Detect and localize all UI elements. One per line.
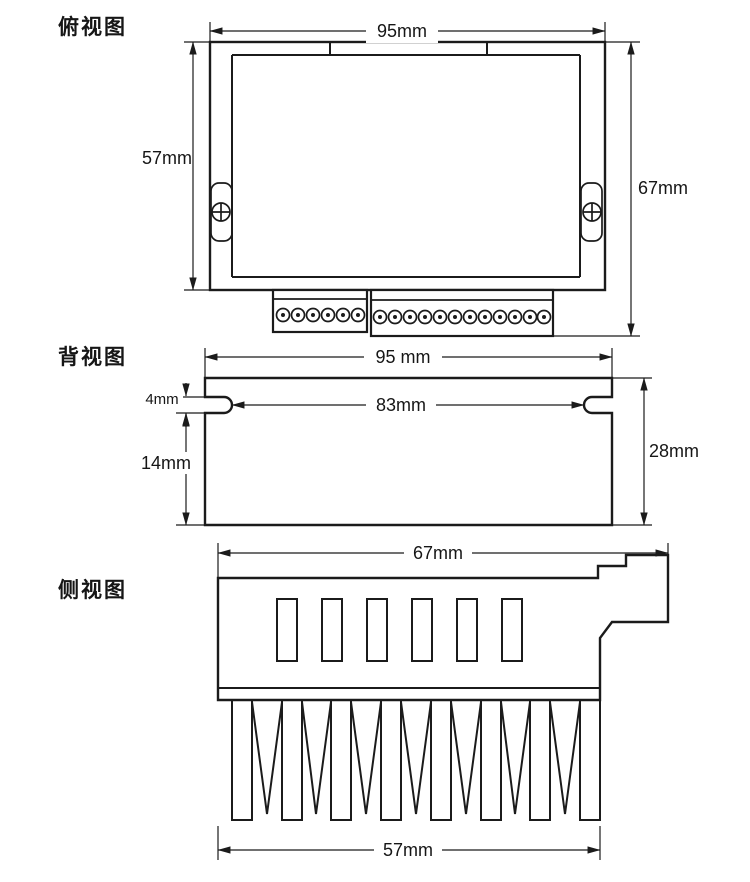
back-overall-height-dim-label: 28mm	[649, 441, 699, 461]
terminal-screw-icon	[311, 313, 315, 317]
dim-label-bg	[142, 148, 192, 170]
terminal-screw-icon	[528, 315, 532, 319]
dim-label-bg	[636, 178, 690, 200]
dim-label-bg	[374, 837, 442, 862]
terminal-screw-icon	[492, 309, 508, 325]
dim-label-bg	[141, 390, 183, 408]
terminal-screw-icon	[393, 315, 397, 319]
terminal-screw-icon	[290, 307, 306, 323]
side-view-body-outline	[216, 553, 670, 702]
heatsink-fin	[579, 699, 601, 821]
dim-label-bg	[138, 452, 194, 474]
terminal-screw-icon	[281, 313, 285, 317]
terminal-screw-icon	[513, 315, 517, 319]
back-slot-span-dim-label: 83mm	[376, 395, 426, 415]
terminal-screw-icon	[477, 309, 493, 325]
terminal-screw-icon	[522, 309, 538, 325]
dim-label-bg	[366, 18, 438, 43]
dim-label-bg	[404, 541, 472, 565]
vent-slot	[411, 598, 433, 662]
terminal-screw-icon	[350, 307, 366, 323]
side-view-group: 侧视图	[58, 541, 670, 862]
terminal-screw-icon	[468, 315, 472, 319]
terminal-screw-icon	[402, 309, 418, 325]
terminal-screw-icon	[335, 307, 351, 323]
terminal-screw-icon	[408, 315, 412, 319]
terminal-screw-icon	[378, 315, 382, 319]
left-screw-housing	[210, 182, 233, 242]
top-height-right-dim-label: 67mm	[638, 178, 688, 198]
terminal-screw-icon	[275, 307, 291, 323]
top-view-body-outline	[208, 40, 607, 292]
fin-groove	[500, 701, 531, 815]
terminal-screw-icon	[305, 307, 321, 323]
right-screw-housing	[580, 182, 603, 242]
terminal-screw-icon	[447, 309, 463, 325]
side-width-bottom-dim-label: 57mm	[383, 840, 433, 860]
side-view-label: 侧视图	[58, 578, 127, 602]
terminal-screw-icon	[498, 315, 502, 319]
heatsink-fin	[529, 699, 551, 821]
vent-slot	[456, 598, 478, 662]
vent-slot	[366, 598, 388, 662]
top-height-left-dim-label: 57mm	[142, 148, 192, 168]
left-terminal-block	[271, 288, 369, 334]
back-view-group: 背视图 95 mm 83mm 4mm 14mm 28mm	[58, 344, 702, 527]
fin-groove	[350, 701, 382, 815]
terminal-screw-icon	[320, 307, 336, 323]
top-view-label: 俯视图	[58, 15, 127, 39]
heatsink-fin	[480, 699, 502, 821]
terminal-screw-icon	[356, 313, 360, 317]
terminal-screw-icon	[507, 309, 523, 325]
back-slot-height-dim-label: 4mm	[145, 391, 178, 408]
dim-label-bg	[366, 393, 436, 417]
terminal-screw-icon	[536, 309, 552, 325]
vent-slot	[321, 598, 343, 662]
heatsink-fin	[231, 699, 253, 821]
right-terminal-block	[369, 288, 555, 338]
fin-groove	[301, 701, 332, 815]
dim-label-bg	[364, 344, 442, 369]
fin-groove	[549, 701, 581, 815]
terminal-screw-icon	[417, 309, 433, 325]
terminal-screw-icon	[483, 315, 487, 319]
terminal-screw-icon	[432, 309, 448, 325]
back-lower-height-dim-label: 14mm	[141, 453, 191, 473]
terminal-screw-icon	[438, 315, 442, 319]
dim-label-bg	[646, 440, 702, 462]
heatsink-fin	[380, 699, 402, 821]
vent-slot	[501, 598, 523, 662]
top-width-dim-label: 95mm	[377, 21, 427, 41]
heatsink-fins	[231, 699, 601, 821]
top-view-group: 俯视图	[58, 15, 690, 338]
terminal-screw-icon	[462, 309, 478, 325]
terminal-screw-icon	[326, 313, 330, 317]
terminal-screw-icon	[296, 313, 300, 317]
right-terminal-block-outline	[369, 288, 555, 338]
terminal-screw-icon	[372, 309, 388, 325]
terminal-screw-icon	[387, 309, 403, 325]
heatsink-fin	[430, 699, 452, 821]
heatsink-fin	[330, 699, 352, 821]
back-width-dim-label: 95 mm	[375, 347, 430, 367]
side-width-top-dim-label: 67mm	[413, 543, 463, 563]
vent-slots	[276, 598, 523, 662]
vent-slot	[276, 598, 298, 662]
fin-groove	[251, 701, 283, 815]
heatsink-fin	[281, 699, 303, 821]
terminal-screw-icon	[453, 315, 457, 319]
back-view-label: 背视图	[58, 345, 127, 369]
terminal-screw-icon	[542, 315, 546, 319]
terminal-screw-icon	[423, 315, 427, 319]
fin-groove	[450, 701, 482, 815]
terminal-screw-icon	[341, 313, 345, 317]
fin-groove	[400, 701, 432, 815]
